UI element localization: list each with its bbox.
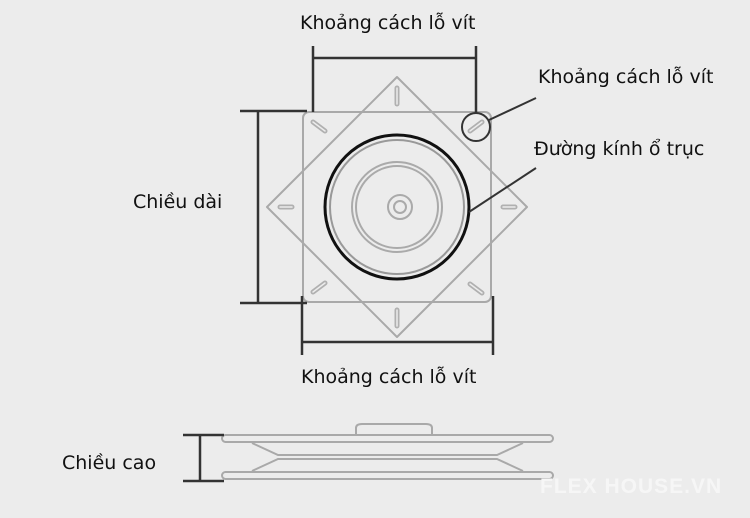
- dimension-lines: [240, 46, 537, 355]
- bearing-outer-ring: [323, 133, 471, 281]
- label-length: Chiều dài: [133, 191, 223, 213]
- label-hole-spacing-callout: Khoảng cách lỗ vít: [538, 66, 714, 88]
- label-top-hole-spacing: Khoảng cách lỗ vít: [300, 12, 476, 34]
- top-view: [266, 76, 528, 338]
- leader-hole: [488, 97, 537, 121]
- label-height: Chiều cao: [62, 452, 157, 474]
- square-plate: [302, 111, 492, 303]
- label-bearing-diameter: Đường kính ổ trục: [534, 138, 705, 160]
- diamond-plate: [266, 76, 528, 338]
- hub: [387, 194, 413, 220]
- watermark: FLEX HOUSE.VN: [540, 475, 723, 498]
- leader-bearing: [468, 167, 537, 213]
- height-dimension: [183, 433, 224, 483]
- side-view: [221, 423, 554, 480]
- label-bottom-hole-spacing: Khoảng cách lỗ vít: [301, 366, 477, 388]
